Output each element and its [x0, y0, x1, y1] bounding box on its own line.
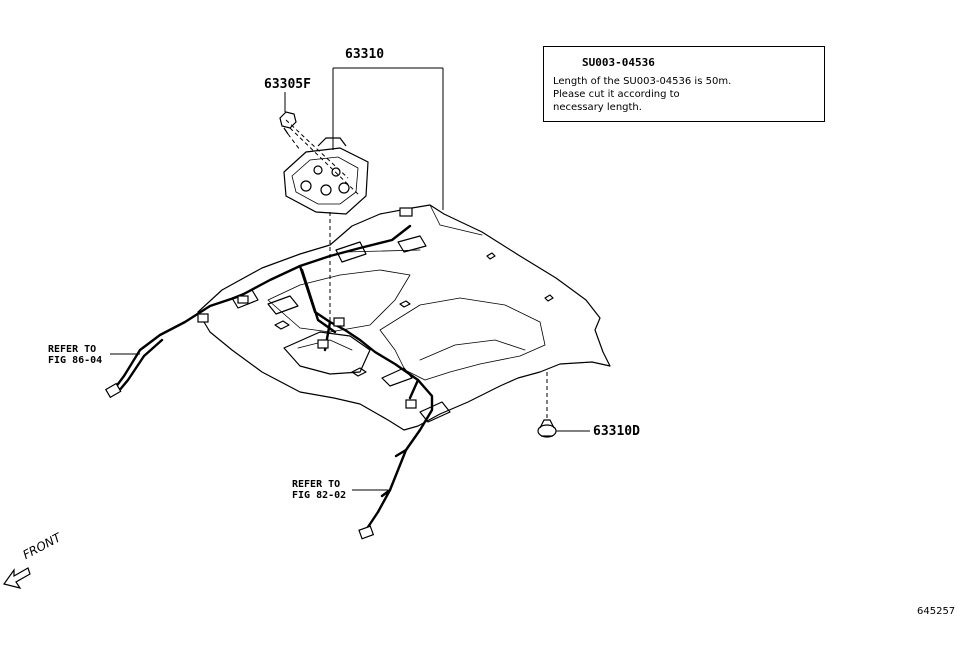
part-label-63305F[interactable]: 63305F [264, 77, 311, 92]
tape-note-box: SU003-04536 Length of the SU003-04536 is… [543, 46, 825, 122]
connector-top [399, 207, 413, 217]
refer-left-line1[interactable]: REFER TO [48, 344, 97, 355]
wire-harness [110, 224, 434, 532]
lamp-bracket [283, 137, 369, 215]
headliner-panel [197, 204, 611, 431]
connector-bottom [358, 525, 375, 540]
refer-left-line2[interactable]: FIG 86-04 [48, 355, 103, 366]
note-line-3: necessary length. [553, 102, 642, 113]
part-label-63310[interactable]: 63310 [345, 47, 385, 62]
note-line-1: Length of the SU003-04536 is 50m. [553, 76, 732, 87]
clip-63305F [279, 111, 297, 135]
refer-bottom-line1[interactable]: REFER TO [292, 479, 341, 490]
clip-63310D [537, 419, 557, 438]
figure-id: 645257 [917, 606, 956, 617]
note-part-code[interactable]: SU003-04536 [582, 56, 655, 69]
part-label-63310D[interactable]: 63310D [593, 424, 640, 439]
note-line-2: Please cut it according to [553, 89, 680, 100]
refer-bottom-line2[interactable]: FIG 82-02 [292, 490, 347, 501]
front-arrow-icon [2, 567, 31, 589]
connector-left [104, 382, 122, 399]
